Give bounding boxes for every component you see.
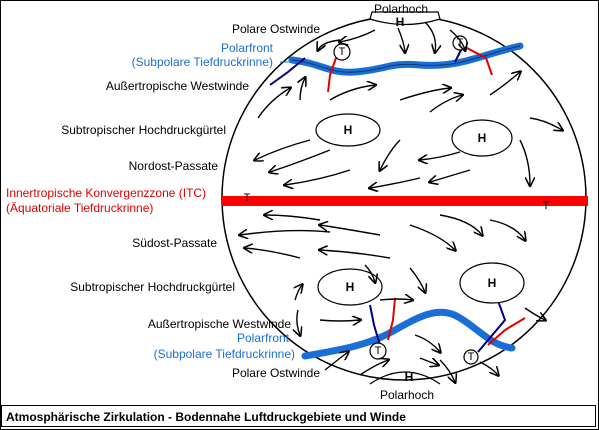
low-top-left-symbol: T — [338, 46, 346, 58]
wind-arrow — [297, 309, 300, 335]
polarfront-bottom-label: Polarfront — [236, 331, 289, 345]
subpolare-tief-top-label: (Subpolare Tiefdruckrinne) — [131, 55, 273, 69]
cold-front-bottom-left — [369, 304, 381, 346]
wind-arrow — [319, 320, 360, 321]
polar-front-bottom — [301, 308, 516, 360]
low-bottom-right — [463, 349, 479, 365]
aequatoriale-label: (Äquatoriale Tiefdruckrinne) — [6, 201, 154, 215]
low-bottom-left-symbol: T — [374, 345, 382, 357]
aussertrop-west-bottom-label: Außertropische Westwinde — [147, 317, 291, 331]
aussertrop-west-top-label: Außertropische Westwinde — [105, 79, 249, 93]
wind-arrow — [399, 88, 450, 101]
wind-arrow — [257, 88, 290, 119]
cold-front-top-left — [269, 57, 306, 86]
subtropical-high-top-left-symbol: H — [343, 123, 353, 137]
wind-arrow — [295, 285, 302, 301]
low-top-right-symbol: T — [456, 37, 464, 49]
polar-high-bottom-symbol: H — [404, 370, 414, 384]
globe-diagram — [221, 11, 588, 405]
subtropical-high-top-right-symbol: H — [477, 131, 487, 145]
subtropical-high-top-right — [451, 119, 513, 157]
wind-arrows — [240, 21, 562, 382]
suedost-passate-label: Südost-Passate — [132, 236, 217, 250]
warm-front-bottom-left — [387, 297, 396, 341]
diagram-caption: Atmosphärische Zirkulation - Bodennahe L… — [1, 405, 596, 427]
wind-arrow — [489, 219, 525, 240]
wind-arrow — [370, 177, 421, 188]
wind-arrow — [439, 359, 455, 382]
polarfront-top-label: Polarfront — [220, 41, 273, 55]
wind-arrow — [529, 117, 562, 130]
polar-high-bottom-cell — [369, 371, 441, 385]
wind-arrow — [329, 85, 375, 101]
warm-front-top-left — [327, 57, 337, 93]
nordost-passate-label: Nordost-Passate — [128, 159, 218, 173]
wind-arrow — [439, 214, 482, 235]
low-bottom-right-symbol: T — [467, 351, 475, 363]
wind-arrow — [489, 72, 520, 96]
wind-arrow — [318, 39, 341, 50]
polar-front-top-outline — [291, 45, 521, 73]
subtrop-hoch-bottom-label: Subtropischer Hochdruckgürtel — [70, 280, 235, 294]
itc-label: Innertropische Konvergenzzone (ITC) — [6, 186, 207, 200]
warm-front-top-right — [462, 45, 493, 76]
wind-arrow — [320, 250, 391, 259]
warm-front-bottom-right — [487, 317, 526, 346]
subtropical-high-bottom-right — [459, 262, 525, 304]
wind-arrow — [285, 169, 351, 185]
polare-ostwinde-bottom-label: Polare Ostwinde — [231, 366, 320, 380]
wind-arrow — [340, 29, 376, 42]
wind-arrow — [409, 224, 455, 250]
wind-arrow — [429, 95, 462, 113]
wind-arrow — [364, 264, 375, 282]
itc-band — [222, 196, 588, 206]
polar-high-top-symbol: H — [395, 15, 405, 29]
low-bottom-left — [369, 342, 387, 360]
subtrop-hoch-top-label: Subtropischer Hochdruckgürtel — [61, 123, 226, 137]
wind-arrow — [479, 361, 498, 375]
itc-low-right-symbol: T — [542, 200, 550, 212]
wind-arrow — [245, 248, 301, 259]
wind-arrow — [397, 27, 405, 52]
wind-arrow — [419, 357, 438, 365]
subtropical-high-bottom-right-symbol: H — [487, 276, 497, 290]
wind-arrow — [324, 352, 348, 371]
wind-arrow — [359, 360, 388, 376]
subtropical-high-top-left — [315, 113, 381, 147]
wind-arrow — [265, 215, 321, 221]
wind-arrow — [255, 139, 311, 160]
polarhoch-bottom-label: Polarhoch — [379, 388, 435, 402]
wind-arrow — [320, 225, 381, 236]
polare-ostwinde-top-label: Polare Ostwinde — [231, 22, 320, 36]
wind-arrow — [414, 334, 440, 352]
subpolare-tief-bottom-label: (Subpolare Tiefdruckrinne) — [153, 347, 295, 361]
wind-arrow — [430, 169, 471, 182]
wind-arrow — [449, 29, 465, 50]
wind-arrow — [420, 151, 461, 160]
wind-arrow — [519, 139, 530, 185]
wind-arrow — [380, 139, 401, 170]
wind-arrow — [524, 307, 545, 320]
polar-high-top-cell — [369, 11, 441, 26]
wind-arrow — [424, 21, 436, 52]
subtropical-high-bottom-left — [317, 268, 383, 306]
wind-arrow — [300, 78, 305, 101]
cold-front-bottom-right — [477, 297, 507, 353]
wind-arrow — [270, 149, 331, 172]
subtropical-high-bottom-left-symbol: H — [345, 280, 355, 294]
itc-low-left-symbol: T — [243, 192, 251, 204]
wind-arrow — [240, 231, 331, 235]
wind-arrow — [379, 299, 412, 300]
polarhoch-top-label: Polarhoch — [373, 2, 429, 16]
wind-arrow — [409, 267, 425, 292]
